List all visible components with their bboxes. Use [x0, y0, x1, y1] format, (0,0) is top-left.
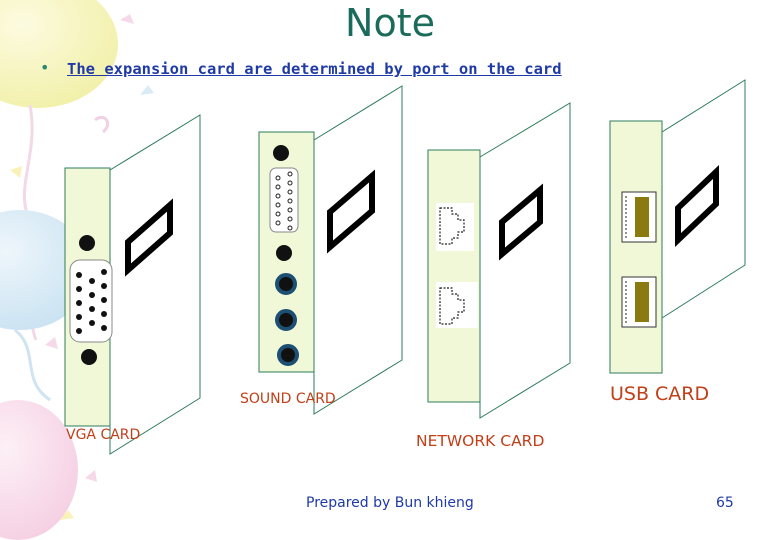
confetti — [10, 166, 22, 178]
usb-card — [609, 79, 746, 374]
vga-port-pins — [76, 269, 107, 334]
yellow-balloon — [0, 0, 118, 108]
sound-screw-top — [273, 145, 289, 161]
game-port-pins — [275, 171, 293, 231]
network-slot-frame — [499, 183, 543, 261]
vga-slot-frame — [125, 198, 173, 277]
usb-port-2 — [621, 276, 657, 328]
network-card — [427, 102, 571, 419]
vga-card-board — [109, 114, 201, 455]
confetti — [60, 510, 74, 520]
confetti — [85, 470, 97, 482]
rj45-port-2 — [436, 282, 478, 328]
page-number: 65 — [716, 495, 734, 511]
network-card-board — [479, 102, 571, 419]
usb-card-label: USB CARD — [610, 383, 710, 405]
bullet-text: The expansion card are determined by por… — [67, 60, 562, 78]
audio-jack-2 — [275, 309, 297, 331]
sound-card-label: SOUND CARD — [240, 391, 336, 407]
slide-title: Note — [345, 1, 435, 45]
pink-balloon — [0, 400, 78, 540]
network-card-bracket — [427, 149, 481, 403]
footer-text: Prepared by Bun khieng — [306, 495, 474, 511]
vga-port — [69, 259, 113, 343]
vga-card — [64, 114, 201, 455]
network-card-label: NETWORK CARD — [416, 432, 545, 450]
vga-card-label: VGA CARD — [66, 427, 141, 443]
vga-screw-bottom — [81, 349, 97, 365]
game-port — [269, 167, 299, 233]
sound-card — [258, 85, 403, 415]
confetti — [120, 14, 134, 24]
bullet-icon: • — [40, 58, 50, 77]
confetti — [140, 85, 154, 95]
audio-jack-1 — [275, 273, 297, 295]
confetti — [45, 337, 58, 349]
sound-screw-bottom — [276, 245, 292, 261]
confetti — [94, 115, 109, 134]
usb-slot-frame — [675, 165, 719, 247]
balloon-string — [14, 328, 51, 402]
rj45-port-1 — [436, 203, 474, 251]
usb-card-board — [661, 79, 746, 319]
usb-port-1 — [621, 191, 657, 243]
audio-jack-3 — [277, 344, 299, 366]
usb-card-bracket — [609, 120, 663, 374]
sound-slot-frame — [327, 169, 375, 254]
vga-screw-top — [79, 235, 95, 251]
